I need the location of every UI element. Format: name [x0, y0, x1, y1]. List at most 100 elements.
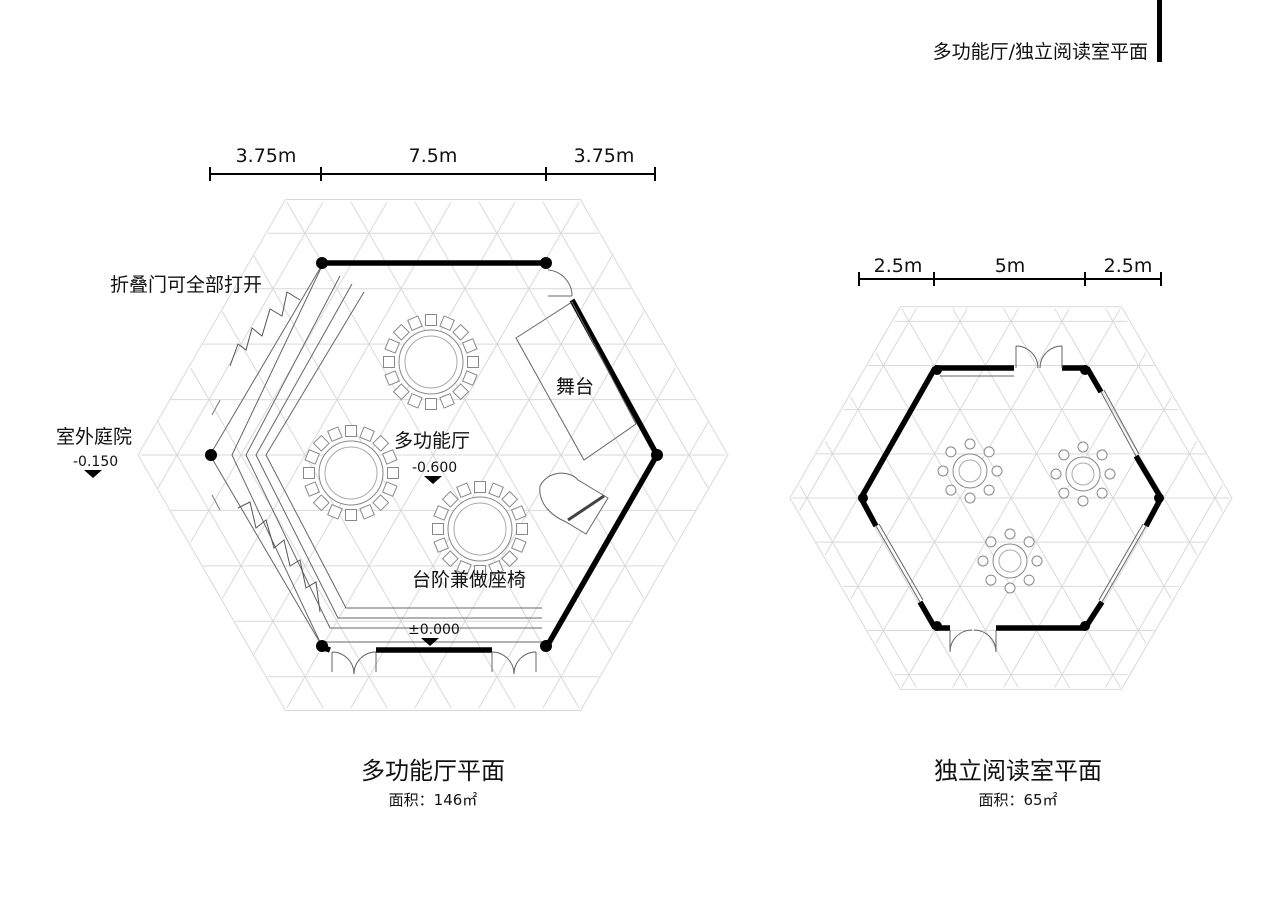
- chair: [985, 536, 997, 548]
- table-top: [447, 496, 513, 562]
- chair: [510, 537, 527, 553]
- chair: [1004, 528, 1016, 540]
- chair: [312, 434, 330, 452]
- chair: [452, 323, 470, 341]
- table-top: [398, 329, 464, 395]
- round-tables-right: [937, 438, 1116, 594]
- left-plan-area: 面积：146㎡: [389, 791, 478, 809]
- chair: [1096, 487, 1108, 499]
- chair: [439, 315, 455, 332]
- chair: [461, 370, 478, 386]
- courtyard-label: 室外庭院: [56, 426, 132, 448]
- chair: [383, 356, 395, 368]
- right-plan-area: 面积：65㎡: [978, 791, 1057, 809]
- folding-door-label: 折叠门可全部打开: [110, 274, 262, 296]
- chair: [433, 537, 450, 553]
- chair: [327, 426, 343, 443]
- chair: [488, 559, 504, 576]
- chair: [1023, 574, 1035, 586]
- chair: [359, 426, 375, 443]
- right-plan-title: 独立阅读室平面: [934, 757, 1102, 785]
- chair: [384, 370, 401, 386]
- round-table: [303, 425, 399, 521]
- chair: [327, 503, 343, 520]
- chair: [1077, 495, 1089, 507]
- level-marker-hall: [424, 476, 442, 484]
- table-top: [318, 440, 384, 506]
- chair: [510, 505, 527, 521]
- round-table: [937, 438, 1003, 504]
- dim-right-3: 2.5m: [1104, 255, 1153, 277]
- multi-function-hall-plan: 3.75m 7.5m 3.75m: [56, 145, 729, 809]
- chair: [372, 434, 390, 452]
- grid-outline: [789, 306, 1233, 690]
- chair: [977, 555, 989, 567]
- grid-right: [789, 306, 1233, 690]
- dimension-line-right: 2.5m 5m 2.5m: [858, 255, 1162, 286]
- chair: [304, 449, 321, 465]
- table-top: [992, 543, 1028, 579]
- round-table: [383, 314, 479, 410]
- entry-level-label: ±0.000: [408, 622, 460, 638]
- round-table: [977, 528, 1043, 594]
- sheet-title: 多功能厅/独立阅读室平面: [933, 41, 1148, 63]
- chair: [303, 467, 315, 479]
- left-plan-title: 多功能厅平面: [361, 757, 505, 785]
- chair: [964, 492, 976, 504]
- chair: [937, 465, 949, 477]
- chair: [1096, 449, 1108, 461]
- chair: [304, 481, 321, 497]
- level-marker-courtyard: [84, 470, 102, 478]
- chair: [1104, 468, 1116, 480]
- piano-icon: [539, 472, 609, 535]
- chair: [433, 505, 450, 521]
- steps-label: 台阶兼做座椅: [412, 569, 526, 591]
- chair: [1058, 449, 1070, 461]
- chair: [407, 315, 423, 332]
- chair: [1023, 536, 1035, 548]
- table-top: [952, 453, 988, 489]
- chair: [345, 509, 357, 521]
- dim-right-1: 2.5m: [874, 255, 923, 277]
- chair: [441, 490, 459, 508]
- dimension-line-left: 3.75m 7.5m 3.75m: [209, 145, 656, 181]
- courtyard-level-label: -0.150: [73, 454, 118, 470]
- chair: [501, 550, 519, 568]
- grid-outline: [137, 199, 729, 711]
- walls-left: [205, 257, 663, 653]
- round-tables-left: [303, 314, 528, 577]
- grid-left: [137, 199, 729, 711]
- chair: [372, 494, 390, 512]
- chair: [345, 425, 357, 437]
- dim-left-2: 7.5m: [409, 145, 458, 167]
- chair: [474, 481, 486, 493]
- chair: [456, 482, 472, 499]
- chair: [983, 484, 995, 496]
- chair: [407, 392, 423, 409]
- level-marker-entry: [421, 638, 439, 646]
- chair: [432, 523, 444, 535]
- chair: [945, 446, 957, 458]
- chair: [384, 338, 401, 354]
- chair: [985, 574, 997, 586]
- table-top: [1065, 456, 1101, 492]
- chair: [1077, 441, 1089, 453]
- chair: [461, 338, 478, 354]
- chair: [392, 323, 410, 341]
- chair: [456, 559, 472, 576]
- chair: [387, 467, 399, 479]
- sheet-title-bar: [1157, 0, 1162, 62]
- chair: [501, 490, 519, 508]
- round-table: [432, 481, 528, 577]
- hall-label: 多功能厅: [394, 430, 470, 452]
- doors-right: [949, 345, 1063, 653]
- hall-level-label: -0.600: [412, 460, 457, 476]
- chair: [392, 383, 410, 401]
- chair: [359, 503, 375, 520]
- chair: [381, 481, 398, 497]
- walls-right: [858, 365, 1164, 631]
- chair: [312, 494, 330, 512]
- reading-room-plan: 2.5m 5m 2.5m: [789, 255, 1233, 809]
- chair: [425, 398, 437, 410]
